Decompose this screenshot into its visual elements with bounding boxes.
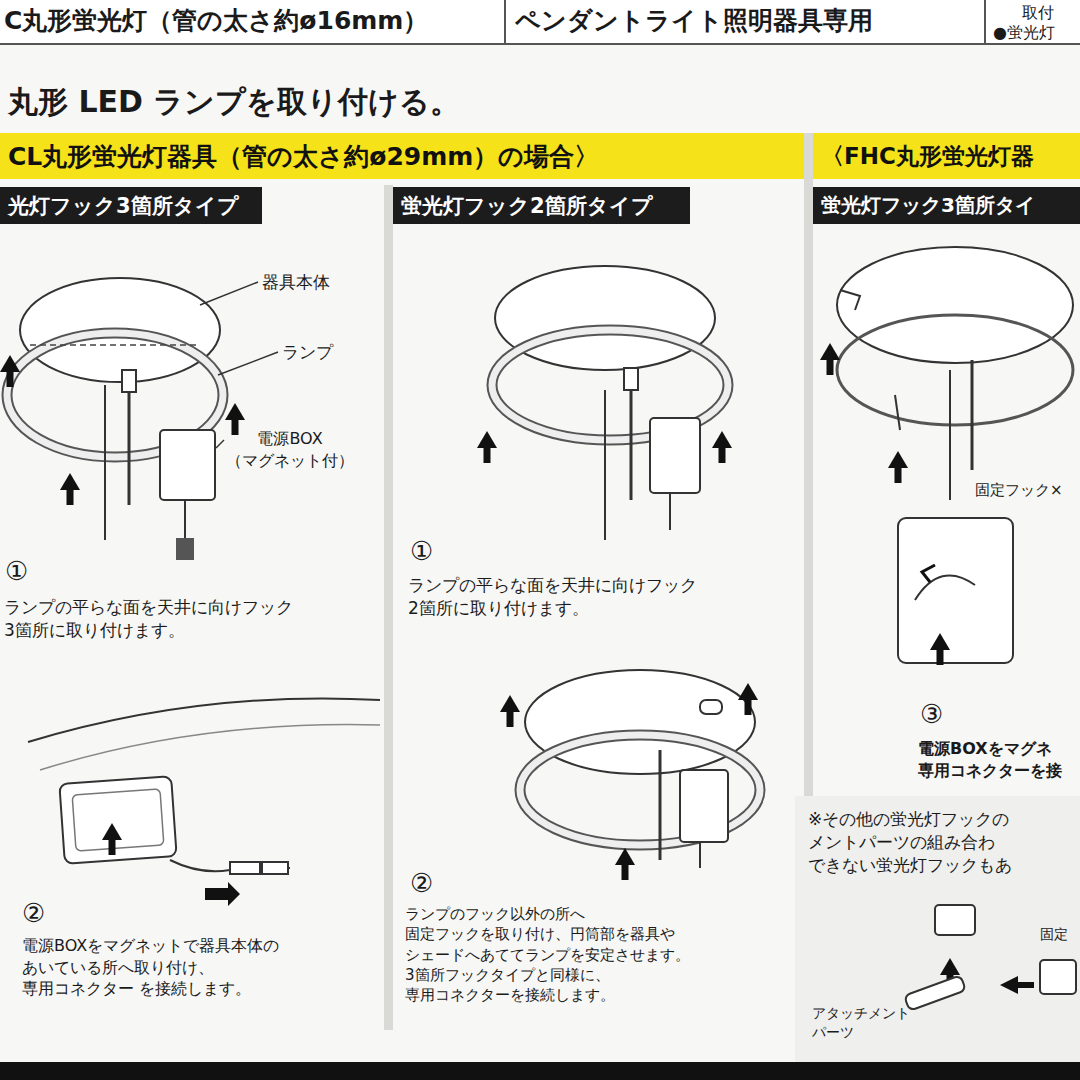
type-bar: 蛍光灯フック2箇所タイプ [393, 187, 690, 224]
yellow-heading-band: 〈FHC丸形蛍光灯器 [813, 133, 1080, 179]
note-text: ※その他の蛍光灯フックの メントパーツの組み合わ できない蛍光灯フックもあ [808, 808, 1012, 877]
part-label: 電源BOX （マグネット付） [226, 428, 354, 471]
yellow-heading-band: CL丸形蛍光灯器具（管の太さ約ø29mm）の場合〉 [0, 133, 804, 179]
step-number: ① [5, 554, 28, 589]
part-label: ランプ [282, 341, 333, 364]
part-label: 器具本体 [262, 271, 330, 294]
band-text: CL丸形蛍光灯器具（管の太さ約ø29mm）の場合〉 [8, 140, 599, 173]
step-number: ① [410, 534, 433, 569]
step-text: ランプの平らな面を天井に向けフック 2箇所に取り付けます。 [408, 574, 697, 620]
type-bar: 蛍光灯フック3箇所タイ [813, 187, 1080, 224]
type-bar: 光灯フック3箇所タイプ [0, 187, 262, 224]
header-text: C丸形蛍光灯（管の太さ約ø16mm） [4, 4, 428, 38]
band-text: 光灯フック3箇所タイプ [8, 192, 239, 220]
step-text: 電源BOXをマグネットで器具本体の あいている所へ取り付け、専用コネクター を接… [22, 935, 279, 1000]
part-label: アタッチメント パーツ [812, 1004, 910, 1042]
step-number: ② [410, 866, 433, 901]
band-text: 〈FHC丸形蛍光灯器 [821, 141, 1034, 172]
header-text: ペンダントライト照明器具専用 [515, 4, 873, 38]
band-text: 蛍光灯フック3箇所タイ [821, 192, 1035, 219]
step-number: ② [22, 896, 45, 931]
step-number: ③ [920, 697, 943, 732]
header-text: 取付 [1022, 2, 1054, 24]
step-text: ランプのフック以外の所へ 固定フックを取り付け、円筒部を器具や シェードへあてて… [405, 904, 690, 1005]
section-title: 丸形 LED ランプを取り付ける。 [8, 82, 460, 123]
band-text: 蛍光灯フック2箇所タイプ [401, 192, 653, 220]
part-label: 固定フック× [975, 480, 1063, 500]
step-text: 電源BOXをマグネ 専用コネクターを接 [918, 738, 1062, 781]
step-text: ランプの平らな面を天井に向けフック 3箇所に取り付けます。 [4, 596, 293, 642]
header-text: ●蛍光灯 [993, 22, 1055, 44]
part-label: 固定 [1040, 925, 1068, 944]
